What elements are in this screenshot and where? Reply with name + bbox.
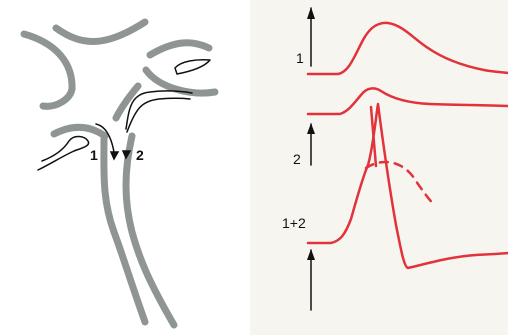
input-1-arrowhead	[111, 152, 118, 159]
trace-sum-arrowhead	[307, 249, 315, 260]
trace-sum-label: 1+2	[282, 215, 306, 231]
trace-1-label: 1	[296, 50, 304, 66]
input-2-label: 2	[136, 147, 144, 163]
trace-sum-subthreshold-projection	[366, 162, 434, 205]
trace-2-arrowhead	[307, 123, 315, 134]
left-axon-hillock	[54, 127, 105, 136]
upper-middle-dendrite	[56, 22, 145, 42]
upper-right-presynaptic-ending	[175, 60, 210, 74]
neuron-diagram-panel: 1 2	[0, 0, 250, 335]
upper-fiber-return	[127, 98, 190, 132]
membrane-trace-panel: 1 2 1+2	[250, 0, 508, 335]
left-presynaptic-ending	[38, 136, 89, 170]
membrane-trace-svg: 1 2 1+2	[250, 0, 508, 335]
trace-2-epsp	[308, 88, 508, 114]
trace-2-label: 2	[293, 151, 301, 167]
trace-1-arrowhead	[307, 7, 315, 19]
trace-1-epsp	[308, 23, 508, 74]
membrane-traces	[308, 23, 508, 268]
neuron-diagram-svg: 1 2	[0, 0, 250, 335]
input-1-label: 1	[90, 147, 98, 163]
upper-left-dendrite	[24, 34, 72, 106]
center-right-soma	[116, 86, 138, 118]
neuron-body-outline	[24, 22, 215, 325]
trace-sum-action-potential	[308, 104, 508, 268]
upper-fiber	[126, 91, 192, 129]
upper-right-dendrite	[150, 43, 209, 55]
